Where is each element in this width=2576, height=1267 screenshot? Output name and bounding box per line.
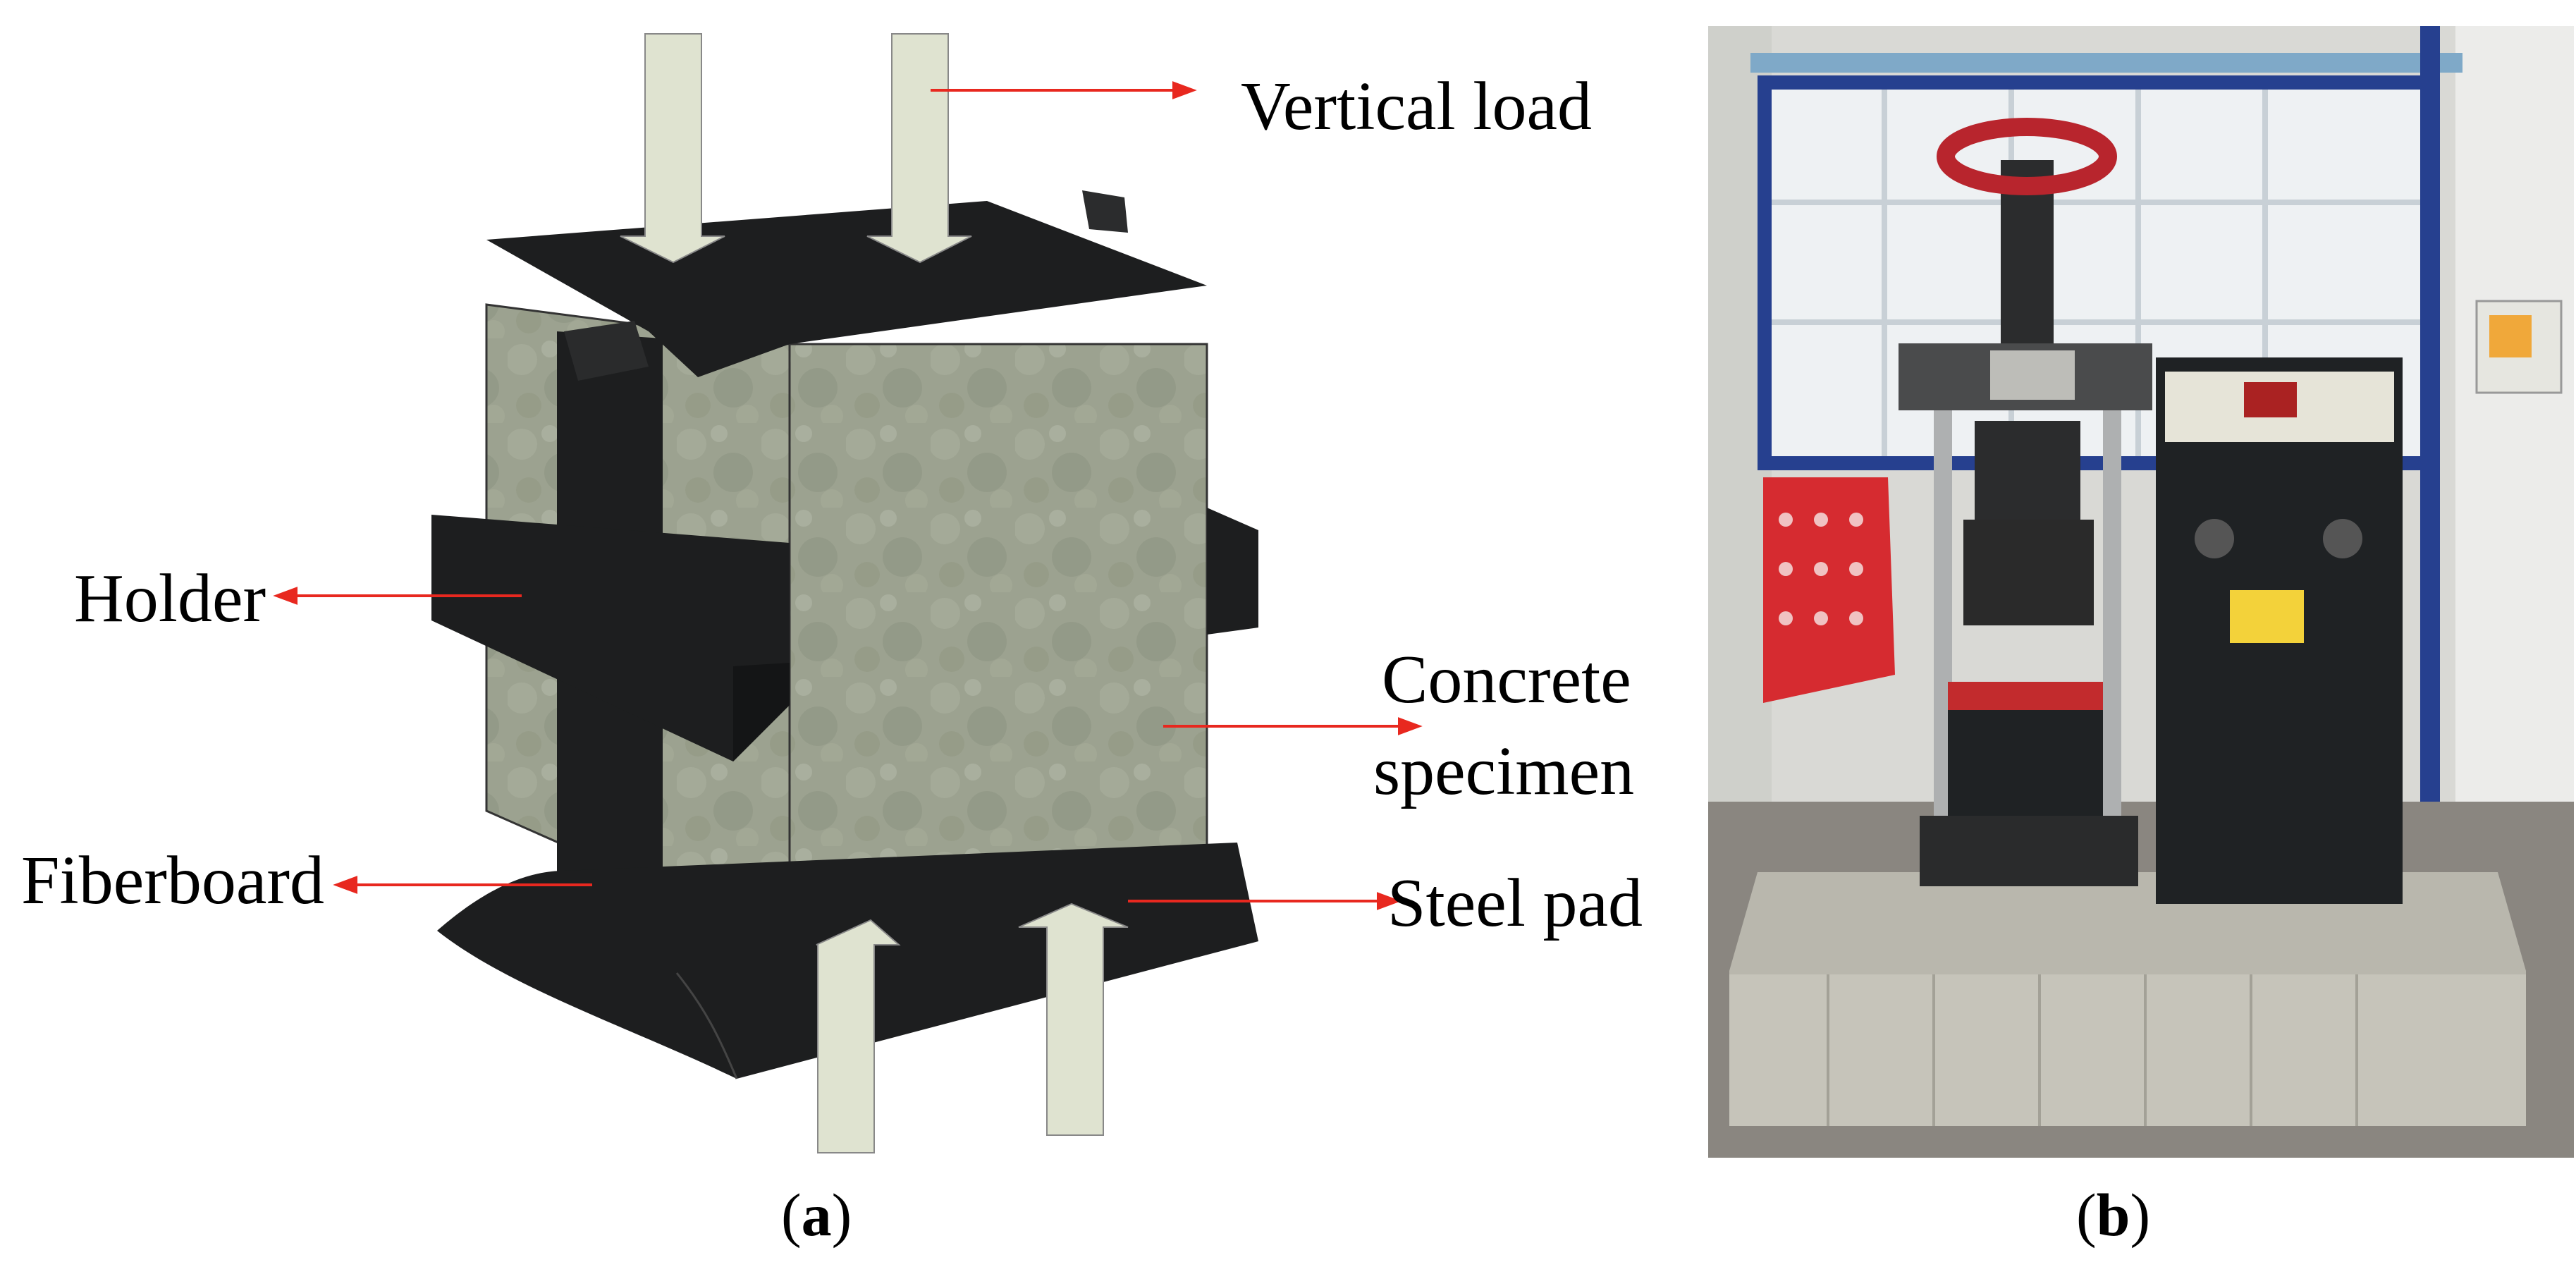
reaction-arrows-bottom <box>816 902 1129 1153</box>
caption-b-letter: b <box>2096 1181 2130 1249</box>
panel-b-photo <box>1708 26 2574 1158</box>
panel-a-schematic <box>273 33 1423 1153</box>
caption-a-letter: a <box>801 1181 832 1249</box>
top-plate-tab <box>1082 190 1128 233</box>
caption-b: (b) <box>2076 1181 2151 1249</box>
holder-band-front-tip <box>733 663 790 761</box>
label-concrete-line1: Concrete <box>1382 642 1631 718</box>
leader-lines <box>273 81 1423 910</box>
label-vertical-load: Vertical load <box>1241 68 1592 145</box>
holder-right-arm <box>1207 508 1258 635</box>
caption-a: (a) <box>781 1181 852 1249</box>
holder-horizontal-band <box>431 515 790 761</box>
label-holder: Holder <box>74 561 266 637</box>
label-concrete-line2: specimen <box>1373 733 1635 809</box>
label-fiberboard: Fiberboard <box>21 843 324 919</box>
label-steel-pad: Steel pad <box>1387 865 1643 941</box>
holder-top-clip <box>564 321 649 381</box>
